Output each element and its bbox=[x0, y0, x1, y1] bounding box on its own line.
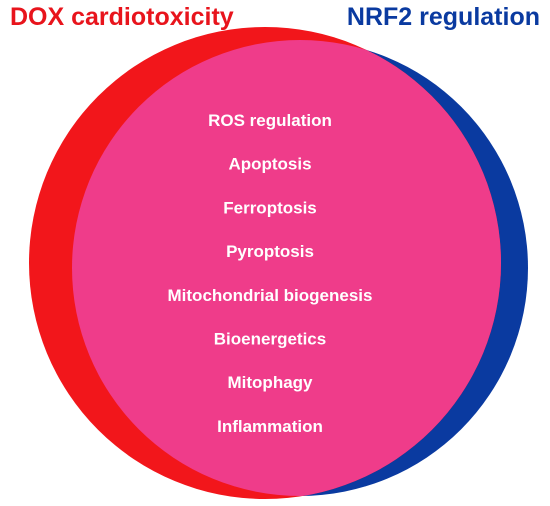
overlap-item-label: ROS regulation bbox=[208, 111, 332, 130]
overlap-item-label: Inflammation bbox=[217, 417, 323, 436]
overlap-item-label: Bioenergetics bbox=[214, 330, 326, 349]
overlap-item-label: Mitophagy bbox=[228, 373, 314, 392]
overlap-item-label: Ferroptosis bbox=[223, 198, 317, 217]
overlap-item-label: Apoptosis bbox=[228, 155, 311, 174]
overlap-items: ROS regulationApoptosisFerroptosisPyropt… bbox=[168, 111, 373, 436]
nrf2-regulation-title: NRF2 regulation bbox=[347, 3, 540, 31]
overlap-item-label: Mitochondrial biogenesis bbox=[168, 286, 373, 305]
overlap-region bbox=[72, 40, 501, 496]
overlap-item-label: Pyroptosis bbox=[226, 242, 314, 261]
dox-cardiotoxicity-title: DOX cardiotoxicity bbox=[10, 3, 234, 31]
